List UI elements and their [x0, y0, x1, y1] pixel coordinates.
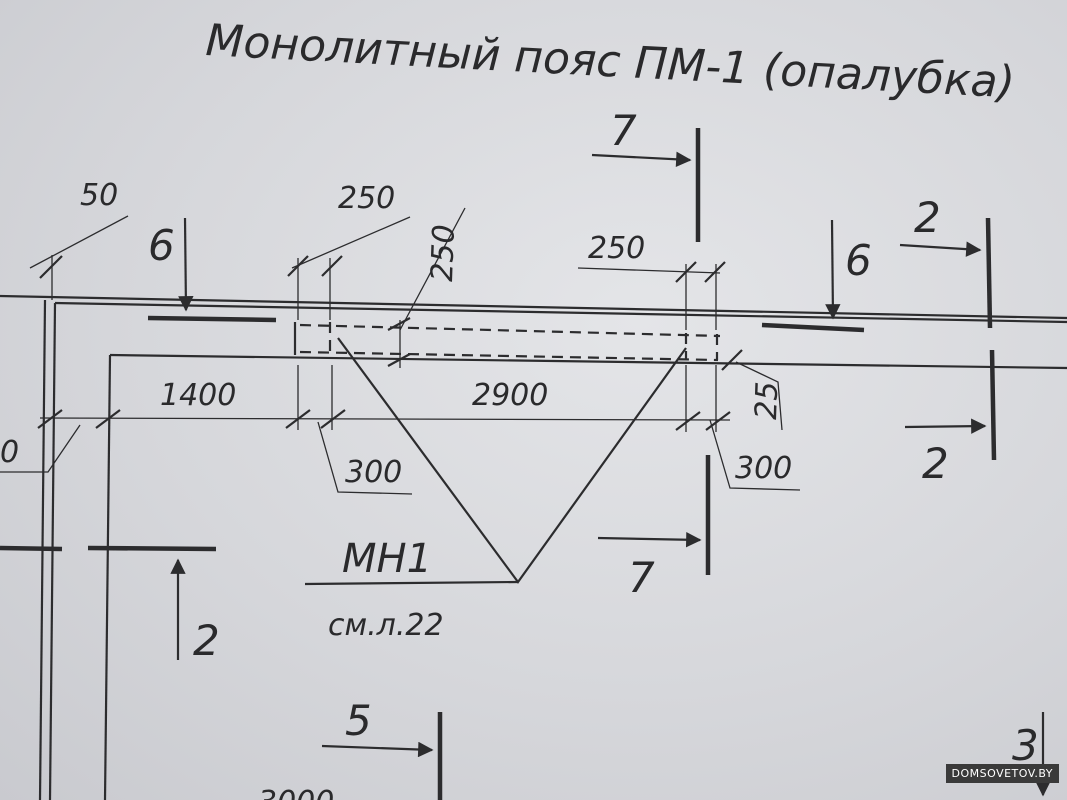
section-2-left-label: 2 — [193, 616, 220, 665]
dimension-250-vertical: 250 — [387, 207, 466, 368]
wall-outline — [0, 294, 1067, 800]
dimension-2900-label: 2900 — [472, 378, 548, 413]
dimension-250-vertical-label: 250 — [425, 224, 462, 282]
lintel-formwork — [293, 322, 721, 362]
section-6-left-label: 6 — [148, 221, 175, 270]
section-3-label: 3 — [1012, 721, 1039, 770]
dimension-cut-bottom-label: 3000 — [258, 785, 334, 800]
watermark: DOMSOVETOV.BY — [945, 764, 1059, 783]
dimension-cut-left-label: 0 — [0, 435, 19, 470]
mark-reference: см.л.22 — [328, 608, 444, 643]
section-2-right-bottom-label: 2 — [922, 439, 949, 488]
dimension-50: 50 — [29, 178, 129, 300]
dimension-250-right-label: 250 — [588, 231, 645, 266]
mark-name: МН1 — [342, 536, 432, 582]
section-6-right-label: 6 — [845, 236, 872, 285]
dimension-cut-left: 0 — [0, 424, 81, 473]
dimension-250-top-label: 250 — [338, 181, 395, 216]
drawing-title: Монолитный пояс ПМ-1 (опалубка) — [204, 15, 1016, 108]
section-7-bottom-label: 7 — [628, 553, 655, 602]
dimension-1400-label: 1400 — [160, 378, 236, 413]
dimension-50-label: 50 — [80, 178, 118, 213]
dimension-25-label: 25 — [749, 381, 785, 420]
section-2-right-bottom: 2 — [904, 349, 997, 488]
dimension-chain: 1400 2900 — [37, 365, 731, 432]
mark-mn1: МН1 см.л.22 — [304, 337, 687, 643]
section-3: 3 — [1012, 712, 1051, 797]
section-2-right-top-label: 2 — [914, 193, 941, 242]
section-6-right: 6 — [761, 219, 872, 333]
section-5-label: 5 — [345, 696, 372, 745]
section-6-left: 6 — [147, 217, 277, 323]
dimension-250-right: 250 — [577, 231, 726, 330]
dimension-25: 25 — [721, 349, 785, 431]
dimension-300-left: 300 — [317, 421, 413, 495]
dimension-300-right-label: 300 — [735, 451, 792, 486]
section-2-left: 2 — [0, 545, 220, 665]
dimension-300-right: 300 — [709, 419, 801, 491]
section-7-top: 7 — [591, 106, 701, 242]
dimension-300-left-label: 300 — [345, 455, 402, 490]
section-7-bottom: 7 — [597, 455, 711, 602]
section-7-top-label: 7 — [610, 106, 637, 155]
section-2-right-top: 2 — [899, 193, 993, 329]
dimension-250-top: 250 — [287, 181, 411, 320]
section-5: 5 — [321, 696, 443, 800]
